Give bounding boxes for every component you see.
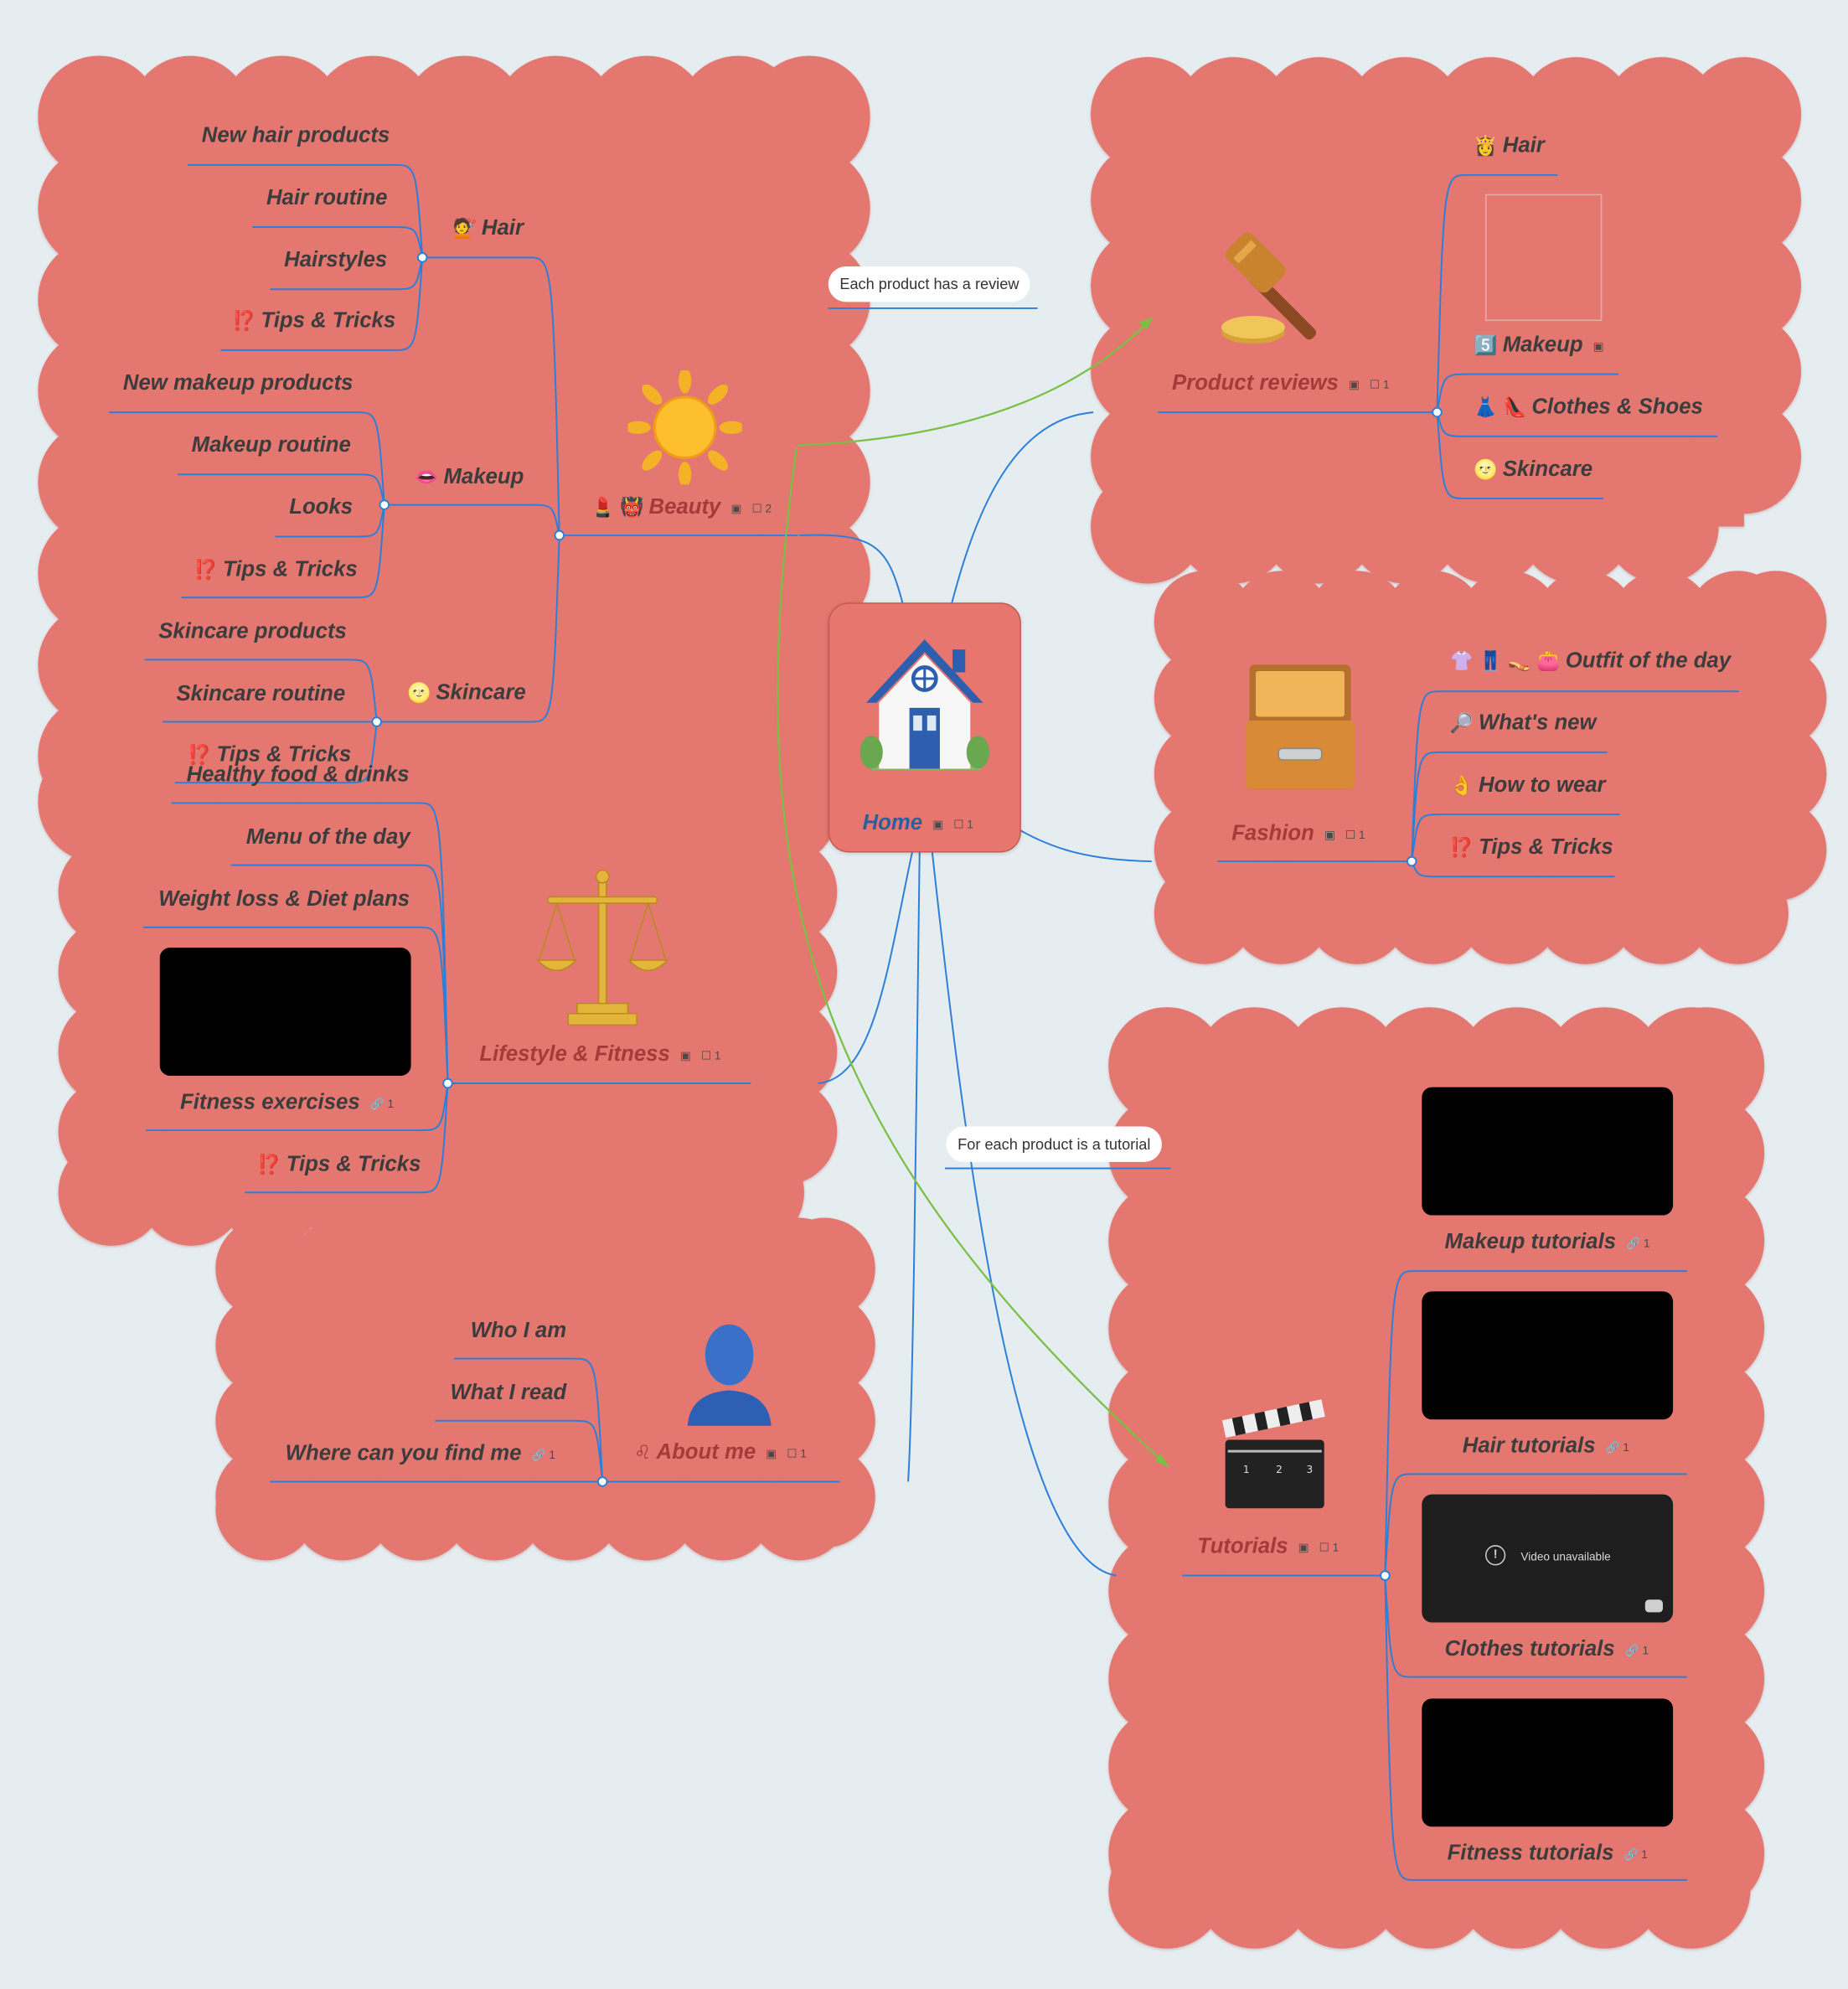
fashion-node[interactable]: Fashion▣☐ 1 bbox=[1231, 820, 1365, 845]
reviews-item-clothes[interactable]: 👗 👠Clothes & Shoes bbox=[1474, 394, 1703, 419]
fashion-item[interactable]: 👌How to wear bbox=[1449, 772, 1606, 797]
cloud-boundary bbox=[215, 1217, 875, 1561]
tutorials-node[interactable]: Tutorials▣☐ 1 bbox=[1197, 1533, 1340, 1558]
skincare-tips[interactable]: ⁉️Tips & Tricks bbox=[188, 741, 352, 767]
lifestyle-tips[interactable]: ⁉️Tips & Tricks bbox=[257, 1151, 421, 1176]
image-icon: ▣ bbox=[932, 817, 944, 831]
reviews-item-skincare[interactable]: 🌝Skincare bbox=[1474, 457, 1593, 481]
video-embed[interactable] bbox=[1422, 1291, 1674, 1420]
comment-icon: ☐ 1 bbox=[700, 1048, 721, 1062]
clapperboard-icon: 1 2 3 bbox=[1221, 1399, 1325, 1509]
about-node[interactable]: ♌About me▣☐ 1 bbox=[634, 1439, 807, 1465]
hair-item[interactable]: Hair routine bbox=[266, 185, 388, 209]
image-icon: ▣ bbox=[766, 1446, 777, 1459]
relation-label-tutorial[interactable]: For each product is a tutorial bbox=[946, 1126, 1163, 1162]
about-item[interactable]: What I read bbox=[450, 1380, 567, 1405]
lifestyle-node[interactable]: Lifestyle & Fitness▣☐ 1 bbox=[479, 1041, 721, 1066]
makeup-item[interactable]: Looks bbox=[289, 494, 354, 519]
fashion-item[interactable]: ⁉️Tips & Tricks bbox=[1449, 834, 1613, 860]
image-icon: ▣ bbox=[1348, 377, 1360, 390]
comment-icon: ☐ 1 bbox=[1369, 377, 1390, 390]
image-icon: ▣ bbox=[1324, 827, 1335, 841]
video-embed[interactable] bbox=[159, 948, 411, 1076]
tutorial-item[interactable]: Clothes tutorials🔗 1 bbox=[1444, 1636, 1649, 1661]
video-unavailable-text: Video unavailable bbox=[1520, 1550, 1611, 1563]
relation-label-review[interactable]: Each product has a review bbox=[828, 266, 1031, 302]
person-icon bbox=[687, 1324, 772, 1426]
reviews-item-makeup[interactable]: 5️⃣Makeup▣ bbox=[1474, 332, 1604, 357]
image-icon: ▣ bbox=[1592, 339, 1604, 353]
video-embed[interactable] bbox=[1422, 1698, 1674, 1827]
tutorial-item[interactable]: Fitness tutorials🔗 1 bbox=[1447, 1840, 1648, 1865]
image-icon: ▣ bbox=[679, 1048, 691, 1062]
comment-icon: ☐ 1 bbox=[953, 817, 973, 831]
home-label[interactable]: Home▣☐ 1 bbox=[862, 810, 973, 835]
fashion-item[interactable]: 🔎What's new bbox=[1449, 710, 1597, 735]
cloud-boundary bbox=[58, 758, 838, 1246]
skincare-item[interactable]: Skincare products bbox=[158, 618, 347, 643]
image-icon: ▣ bbox=[730, 501, 742, 514]
hair-item[interactable]: New hair products bbox=[201, 122, 390, 147]
makeup-item[interactable]: Makeup routine bbox=[191, 432, 351, 457]
hair-item[interactable]: Hairstyles bbox=[284, 247, 388, 272]
cloud-boundary bbox=[1108, 1007, 1765, 1949]
fashion-item[interactable]: 👚 👖 👡 👛Outfit of the day bbox=[1449, 648, 1732, 673]
svg-text:2: 2 bbox=[1276, 1464, 1283, 1475]
comment-icon: ☐ 2 bbox=[751, 501, 772, 514]
makeup-node[interactable]: 👄Makeup bbox=[415, 464, 524, 488]
about-item[interactable]: Who I am bbox=[470, 1318, 567, 1342]
comment-icon: ☐ 1 bbox=[1319, 1540, 1340, 1554]
svg-text:1: 1 bbox=[1243, 1464, 1250, 1475]
reviews-item-hair[interactable]: 👸Hair bbox=[1474, 132, 1545, 158]
about-item-find[interactable]: Where can you find me🔗 1 bbox=[285, 1441, 555, 1465]
makeup-item[interactable]: New makeup products bbox=[122, 370, 354, 395]
lifestyle-item[interactable]: Menu of the day bbox=[245, 824, 410, 849]
video-embed[interactable] bbox=[1422, 1087, 1674, 1216]
link-icon: 🔗 1 bbox=[1626, 1236, 1650, 1249]
lifestyle-item-fitness[interactable]: Fitness exercises🔗 1 bbox=[180, 1089, 395, 1114]
lifestyle-item[interactable]: Weight loss & Diet plans bbox=[158, 886, 410, 912]
hair-tips[interactable]: ⁉️Tips & Tricks bbox=[232, 307, 396, 333]
sun-icon bbox=[627, 370, 742, 485]
link-icon: 🔗 1 bbox=[531, 1448, 555, 1461]
video-embed-unavailable[interactable]: ! Video unavailable bbox=[1422, 1494, 1674, 1623]
alert-icon: ! bbox=[1485, 1545, 1506, 1566]
makeup-tips[interactable]: ⁉️Tips & Tricks bbox=[194, 556, 358, 581]
comment-icon: ☐ 1 bbox=[1345, 827, 1365, 841]
reviews-node[interactable]: Product reviews▣☐ 1 bbox=[1172, 370, 1390, 395]
comment-icon: ☐ 1 bbox=[787, 1446, 807, 1459]
link-icon: 🔗 1 bbox=[1623, 1847, 1648, 1861]
youtube-icon bbox=[1644, 1599, 1663, 1613]
broken-image bbox=[1485, 194, 1603, 322]
link-icon: 🔗 1 bbox=[369, 1096, 395, 1110]
cabinet-icon bbox=[1245, 664, 1355, 789]
scale-icon bbox=[536, 869, 669, 1026]
link-icon: 🔗 1 bbox=[1624, 1643, 1649, 1656]
skincare-node[interactable]: 🌝Skincare bbox=[407, 679, 526, 705]
image-icon: ▣ bbox=[1298, 1540, 1309, 1554]
gavel-icon bbox=[1221, 232, 1317, 344]
link-icon: 🔗 1 bbox=[1605, 1440, 1630, 1454]
svg-text:3: 3 bbox=[1307, 1464, 1314, 1475]
lifestyle-item[interactable]: Healthy food & drinks bbox=[186, 762, 410, 787]
hair-node[interactable]: 💇Hair bbox=[452, 215, 524, 240]
beauty-node[interactable]: 💄 👹Beauty▣☐ 2 bbox=[591, 494, 772, 519]
tutorial-item[interactable]: Makeup tutorials🔗 1 bbox=[1444, 1229, 1650, 1253]
house-icon bbox=[859, 639, 989, 771]
tutorial-item[interactable]: Hair tutorials🔗 1 bbox=[1462, 1433, 1630, 1458]
skincare-item[interactable]: Skincare routine bbox=[176, 681, 346, 705]
home-node[interactable]: Home▣☐ 1 bbox=[828, 602, 1021, 853]
